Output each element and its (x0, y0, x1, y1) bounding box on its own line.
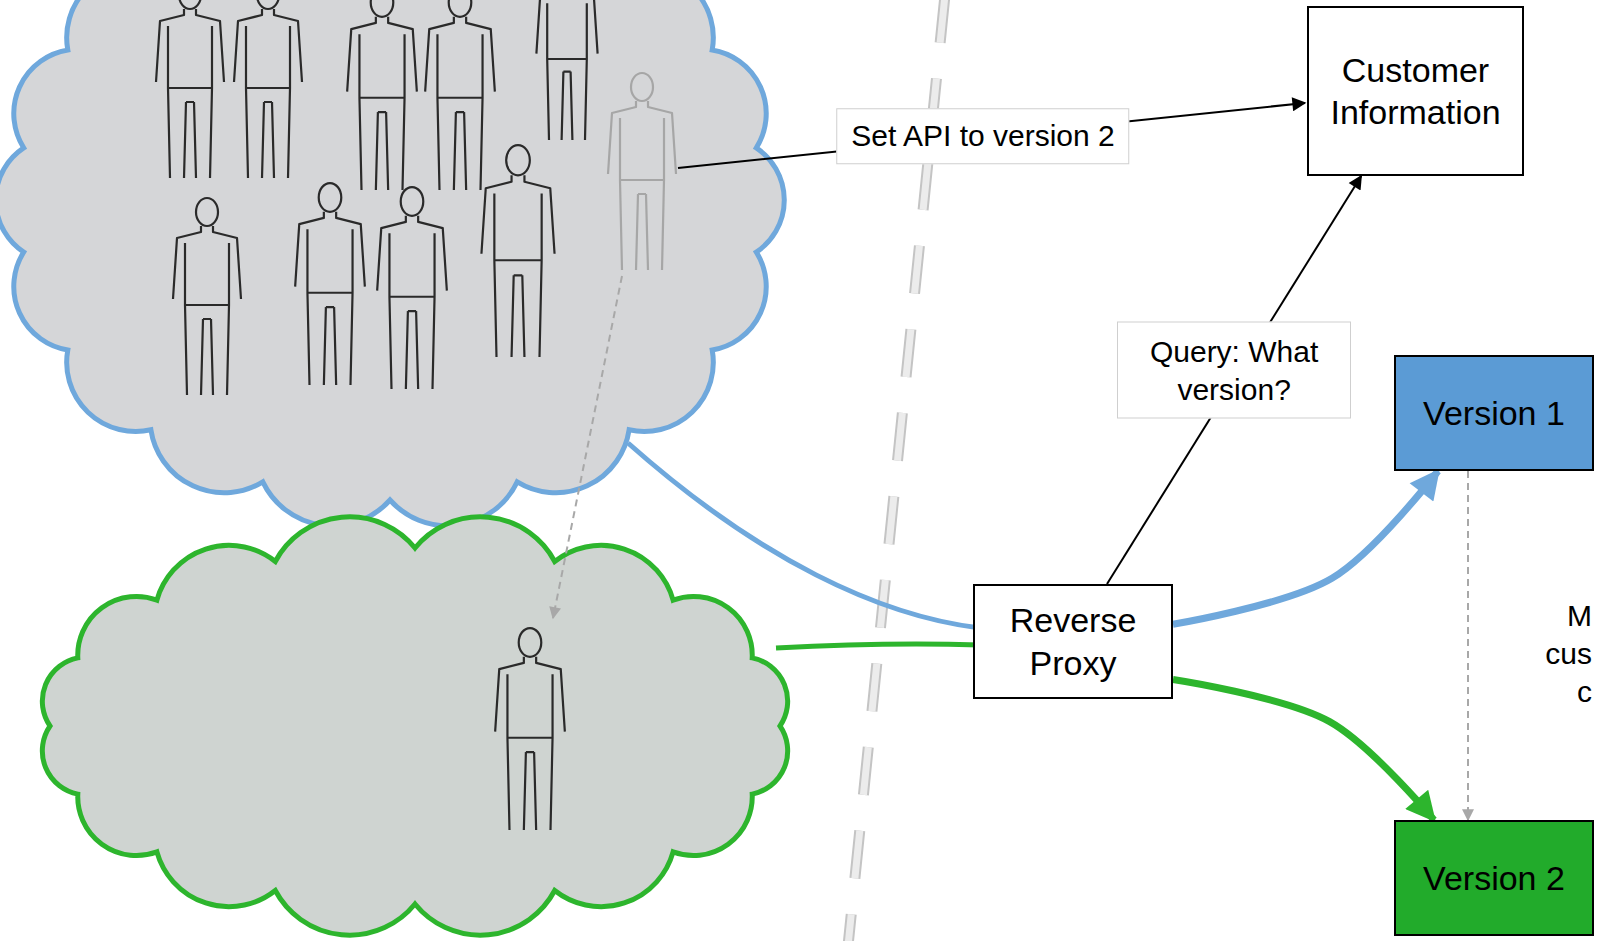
set-api-line (678, 103, 1305, 168)
cut-note: cus (1545, 636, 1592, 672)
user-cloud (0, 0, 784, 526)
person-figure (377, 187, 447, 389)
connector (1173, 679, 1434, 820)
person-figure (347, 0, 417, 190)
box-label: Reverse Proxy (985, 599, 1161, 684)
person-figure (495, 628, 565, 830)
proxy-box: Reverse Proxy (973, 584, 1173, 699)
box-label: Version 1 (1423, 392, 1565, 435)
move-arrow (553, 276, 622, 618)
traffic-feed (776, 644, 980, 648)
cut-note: c (1577, 674, 1592, 710)
beta-cloud (42, 517, 787, 935)
box-label: Customer Information (1319, 49, 1512, 134)
edge-label: Query: What version? (1117, 322, 1351, 419)
traffic-feed (628, 443, 980, 628)
person-figure (608, 73, 676, 270)
person-figure (425, 0, 495, 190)
service-box: Customer Information (1307, 6, 1524, 176)
cut-note: M (1567, 598, 1592, 634)
person-figure (481, 145, 554, 357)
connector (1107, 176, 1361, 584)
connector (1173, 471, 1438, 624)
connector (1467, 471, 1469, 820)
version-box: Version 1 (1394, 355, 1594, 471)
person-figure (173, 198, 241, 395)
person-figure (234, 0, 302, 178)
action-label: Set API to version 2 (836, 108, 1129, 164)
person-figure (536, 0, 597, 140)
person-figure (295, 183, 365, 385)
version-box: Version 2 (1394, 820, 1594, 936)
person-figure (156, 0, 224, 178)
box-label: Version 2 (1423, 857, 1565, 900)
